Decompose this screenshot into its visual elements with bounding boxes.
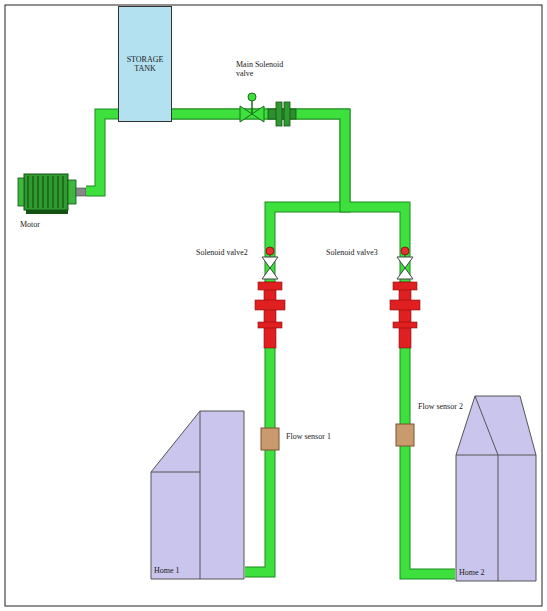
house-label: Home 2	[459, 568, 485, 577]
solenoid-valve-symbol	[262, 247, 278, 279]
valve-label: Solenoid valve3	[326, 248, 394, 257]
house-label: Home 1	[154, 566, 180, 575]
pipe-outline	[86, 114, 118, 191]
house: Home 2	[455, 395, 537, 582]
frame	[5, 5, 542, 606]
red-pipe-section	[390, 282, 420, 348]
flow-sensor	[261, 428, 279, 450]
motor: Motor	[16, 168, 86, 236]
red-pipe-section	[255, 282, 285, 348]
main-solenoid-valve	[240, 93, 296, 126]
pipe-line	[86, 114, 118, 191]
sensor-label: Flow sensor 1	[286, 432, 356, 441]
valve-label: Main Solenoid valve	[236, 60, 298, 78]
flow-sensor	[396, 424, 414, 446]
motor-label: Motor	[20, 220, 40, 229]
home1-shape	[150, 410, 245, 580]
sensor-label: Flow sensor 2	[418, 402, 478, 411]
pipe	[86, 114, 118, 191]
tank-label: STORAGE TANK	[121, 55, 169, 73]
storage-tank: STORAGE TANK	[118, 6, 172, 122]
solenoid-valve-symbol	[397, 247, 413, 279]
valve-label: Solenoid valve2	[196, 248, 262, 257]
home2-shape	[455, 395, 537, 582]
house: Home 1	[150, 410, 245, 580]
